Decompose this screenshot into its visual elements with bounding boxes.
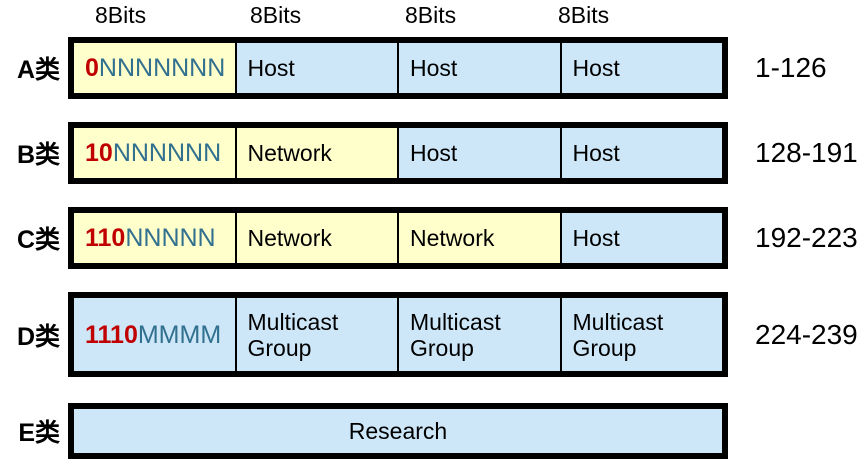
class-e-box: Research (68, 403, 728, 459)
bit-prefix: 110 (85, 224, 126, 252)
class-c-range: 192-223 (755, 222, 858, 253)
class-a-octet2-cell: Host (234, 43, 397, 93)
class-e-research-cell: Research (74, 409, 722, 453)
class-b-octet3-cell: Host (397, 128, 560, 178)
bits-label-4: 8Bits (558, 2, 610, 28)
class-b-label: B类 (16, 141, 60, 169)
class-e-label: E类 (18, 419, 60, 447)
bits-header-row: 8Bits 8Bits 8Bits 8Bits (0, 2, 864, 34)
class-a-label: A类 (16, 56, 60, 84)
bit-letters: NNNNNNN (98, 54, 226, 82)
class-d-octet4-cell: Multicast Group (559, 298, 722, 371)
class-c-octet4-cell: Host (559, 213, 722, 263)
bit-letters: MMMM (137, 320, 222, 349)
bit-letters: NNNNN (125, 224, 216, 252)
class-a-octet3-cell: Host (397, 43, 560, 93)
class-d-range: 224-239 (755, 318, 858, 350)
bits-label-3: 8Bits (405, 2, 457, 28)
class-d-octet2-cell: Multicast Group (234, 298, 397, 371)
class-c-octet2-cell: Network (234, 213, 397, 263)
class-d-octet3-cell: Multicast Group (397, 298, 560, 371)
bit-prefix: 10 (85, 139, 113, 167)
class-b-octet2-cell: Network (234, 128, 397, 178)
class-e-row: E类 Research (0, 403, 864, 459)
bit-prefix: 1110 (85, 320, 138, 349)
bit-letters: NNNNNN (112, 139, 222, 167)
bits-label-2: 8Bits (250, 2, 302, 28)
class-d-label: D类 (16, 322, 60, 351)
bit-prefix: 0 (85, 54, 99, 82)
class-c-octet3-cell: Network (397, 213, 560, 263)
class-a-octet4-cell: Host (559, 43, 722, 93)
bits-label-1: 8Bits (95, 2, 147, 28)
class-a-range: 1-126 (755, 52, 827, 83)
class-b-range: 128-191 (755, 137, 858, 168)
class-c-label: C类 (16, 226, 60, 254)
class-b-octet4-cell: Host (559, 128, 722, 178)
